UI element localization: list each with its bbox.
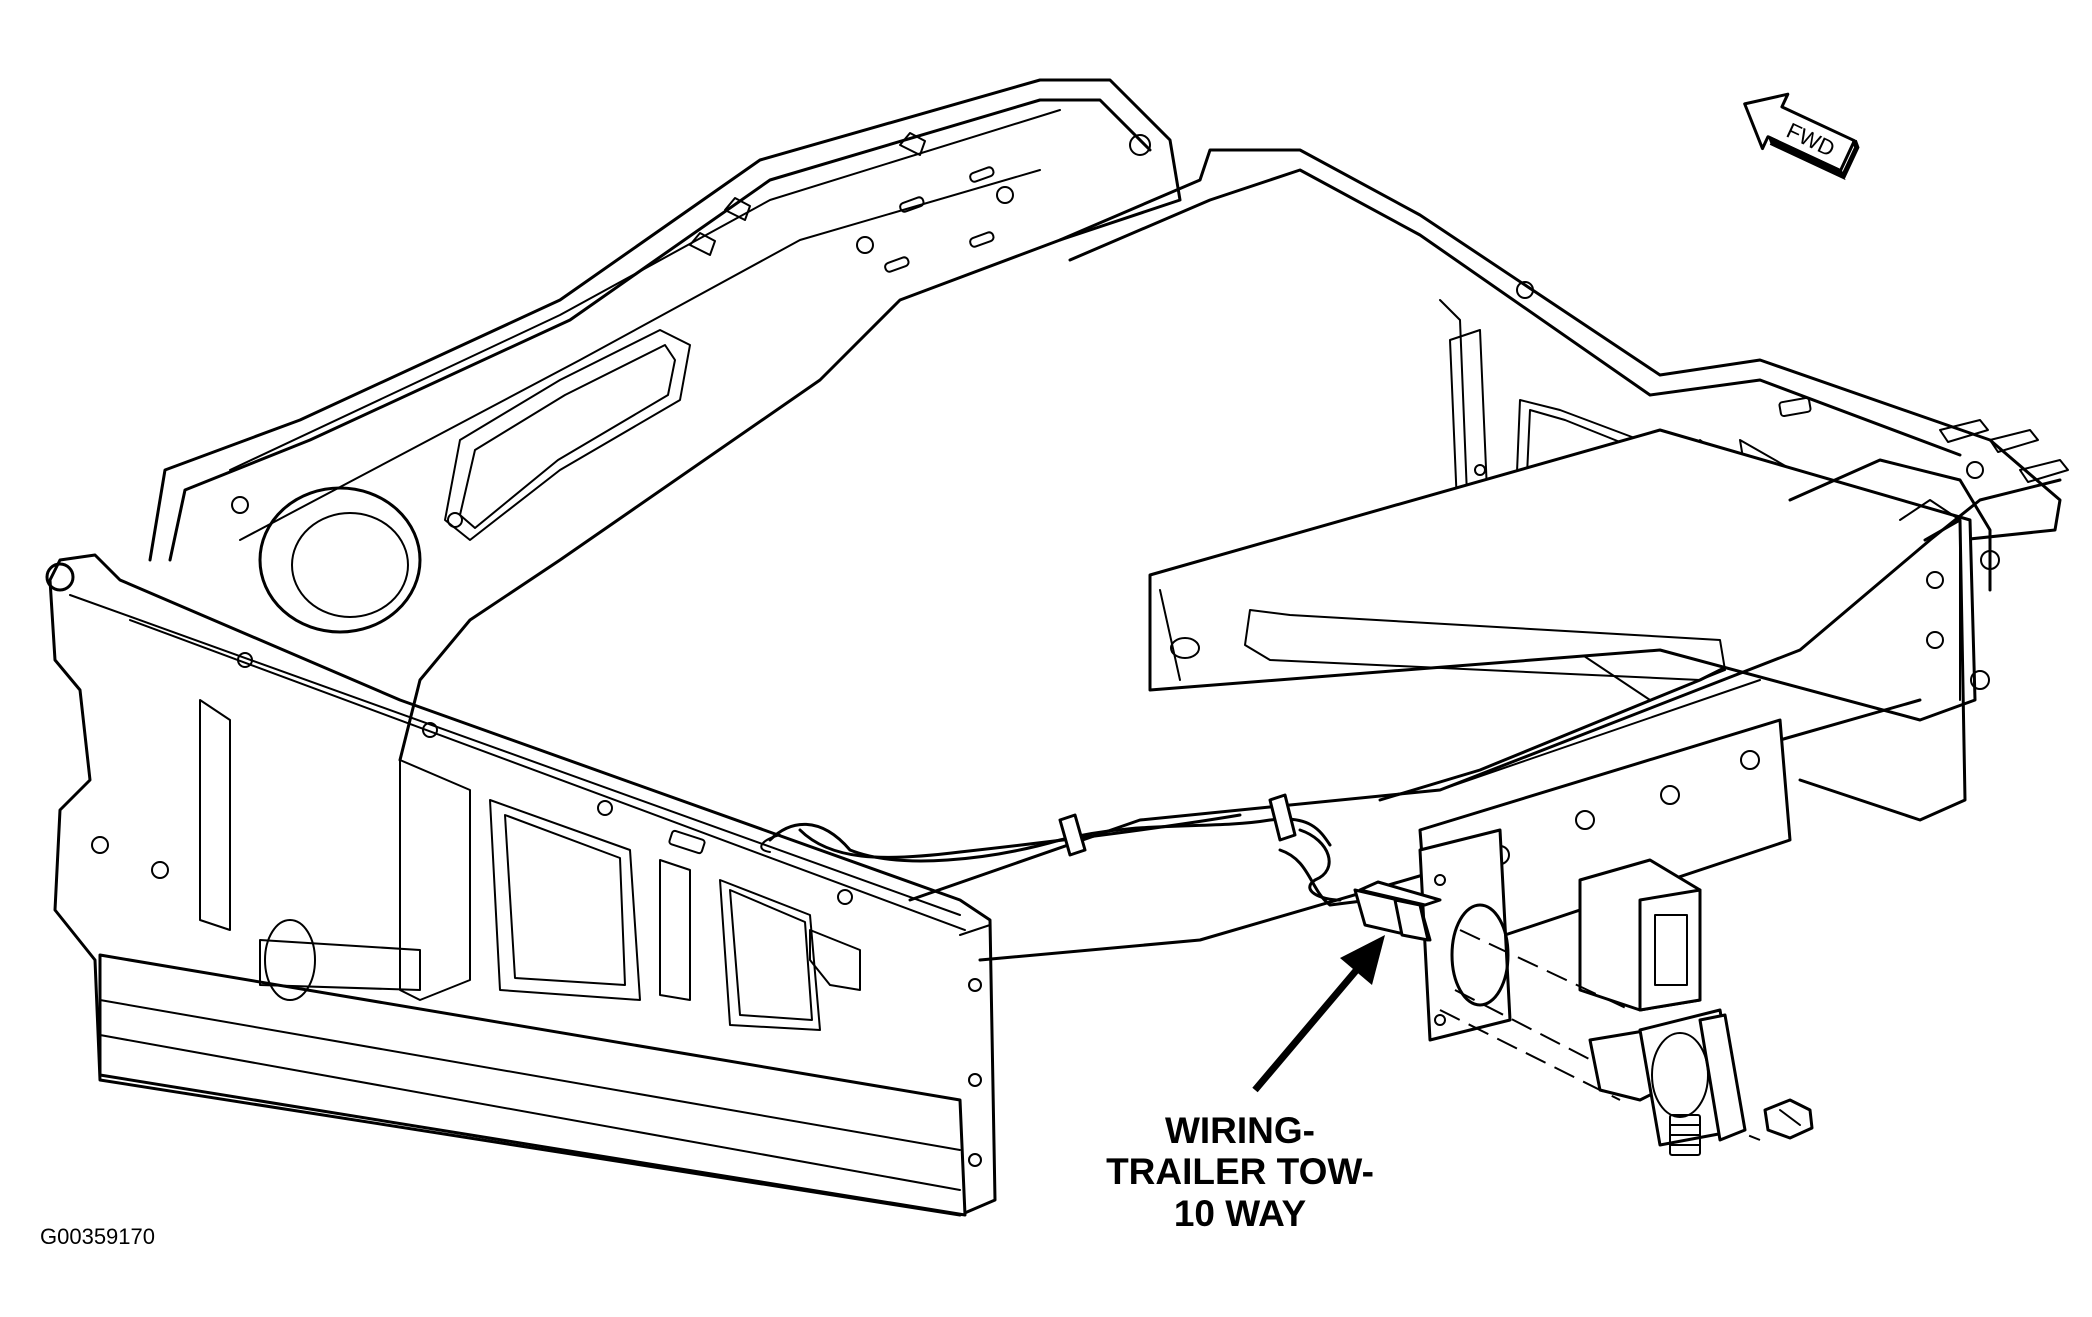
callout-arrow	[1252, 935, 1385, 1093]
hitch-receiver	[1418, 718, 1792, 1012]
wiring-harness	[760, 793, 1442, 942]
mid-cross-member	[1148, 428, 1977, 722]
left-frame-rail	[148, 78, 1182, 762]
callout-line-3: 10 WAY	[1173, 1192, 1307, 1234]
callout-line-2: TRAILER TOW-	[1106, 1151, 1374, 1193]
trailer-connector-assembly	[1439, 929, 1814, 1156]
front-crossmember	[45, 553, 997, 1217]
connector-bracket	[1418, 828, 1512, 1042]
callout-label: WIRING- TRAILER TOW- 10 WAY	[1090, 1110, 1390, 1234]
forward-arrow-icon: FWD	[1743, 92, 1860, 181]
callout-line-1: WIRING-	[1164, 1110, 1316, 1151]
figure-id: G00359170	[40, 1224, 155, 1249]
